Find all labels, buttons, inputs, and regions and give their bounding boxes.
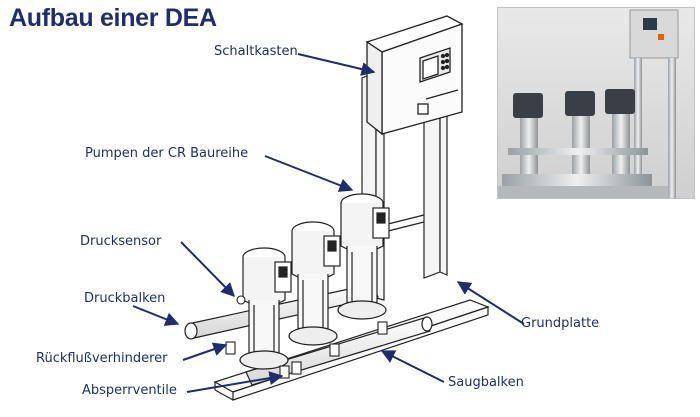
label-druckbalken: Druckbalken <box>84 291 166 306</box>
arrow-absperrventile <box>186 371 284 393</box>
label-drucksensor: Drucksensor <box>80 234 162 249</box>
pump-2 <box>288 221 341 346</box>
callout-arrows <box>132 53 525 393</box>
arrow-druckbalken <box>132 305 180 326</box>
arrow-schaltkasten <box>297 53 376 76</box>
pump-1 <box>239 247 292 370</box>
label-grundplatte: Grundplatte <box>521 316 600 331</box>
arrow-drucksensor <box>180 241 235 297</box>
system-photo <box>497 7 695 199</box>
label-schaltkasten: Schaltkasten <box>214 44 298 59</box>
label-rueckfluss: Rückflußverhinderer <box>36 351 168 366</box>
label-saugbalken: Saugbalken <box>448 375 524 390</box>
arrow-pumpen <box>264 155 354 192</box>
arrow-saugbalken <box>380 350 445 383</box>
page-title: Aufbau einer DEA <box>9 4 217 32</box>
arrow-rueckfluss <box>182 342 228 361</box>
label-absperrventile: Absperrventile <box>82 383 177 398</box>
label-pumpen: Pumpen der CR Baureihe <box>85 146 249 161</box>
pump-3 <box>337 193 390 320</box>
control-cabinet <box>365 15 464 136</box>
arrow-grundplatte <box>456 281 525 325</box>
